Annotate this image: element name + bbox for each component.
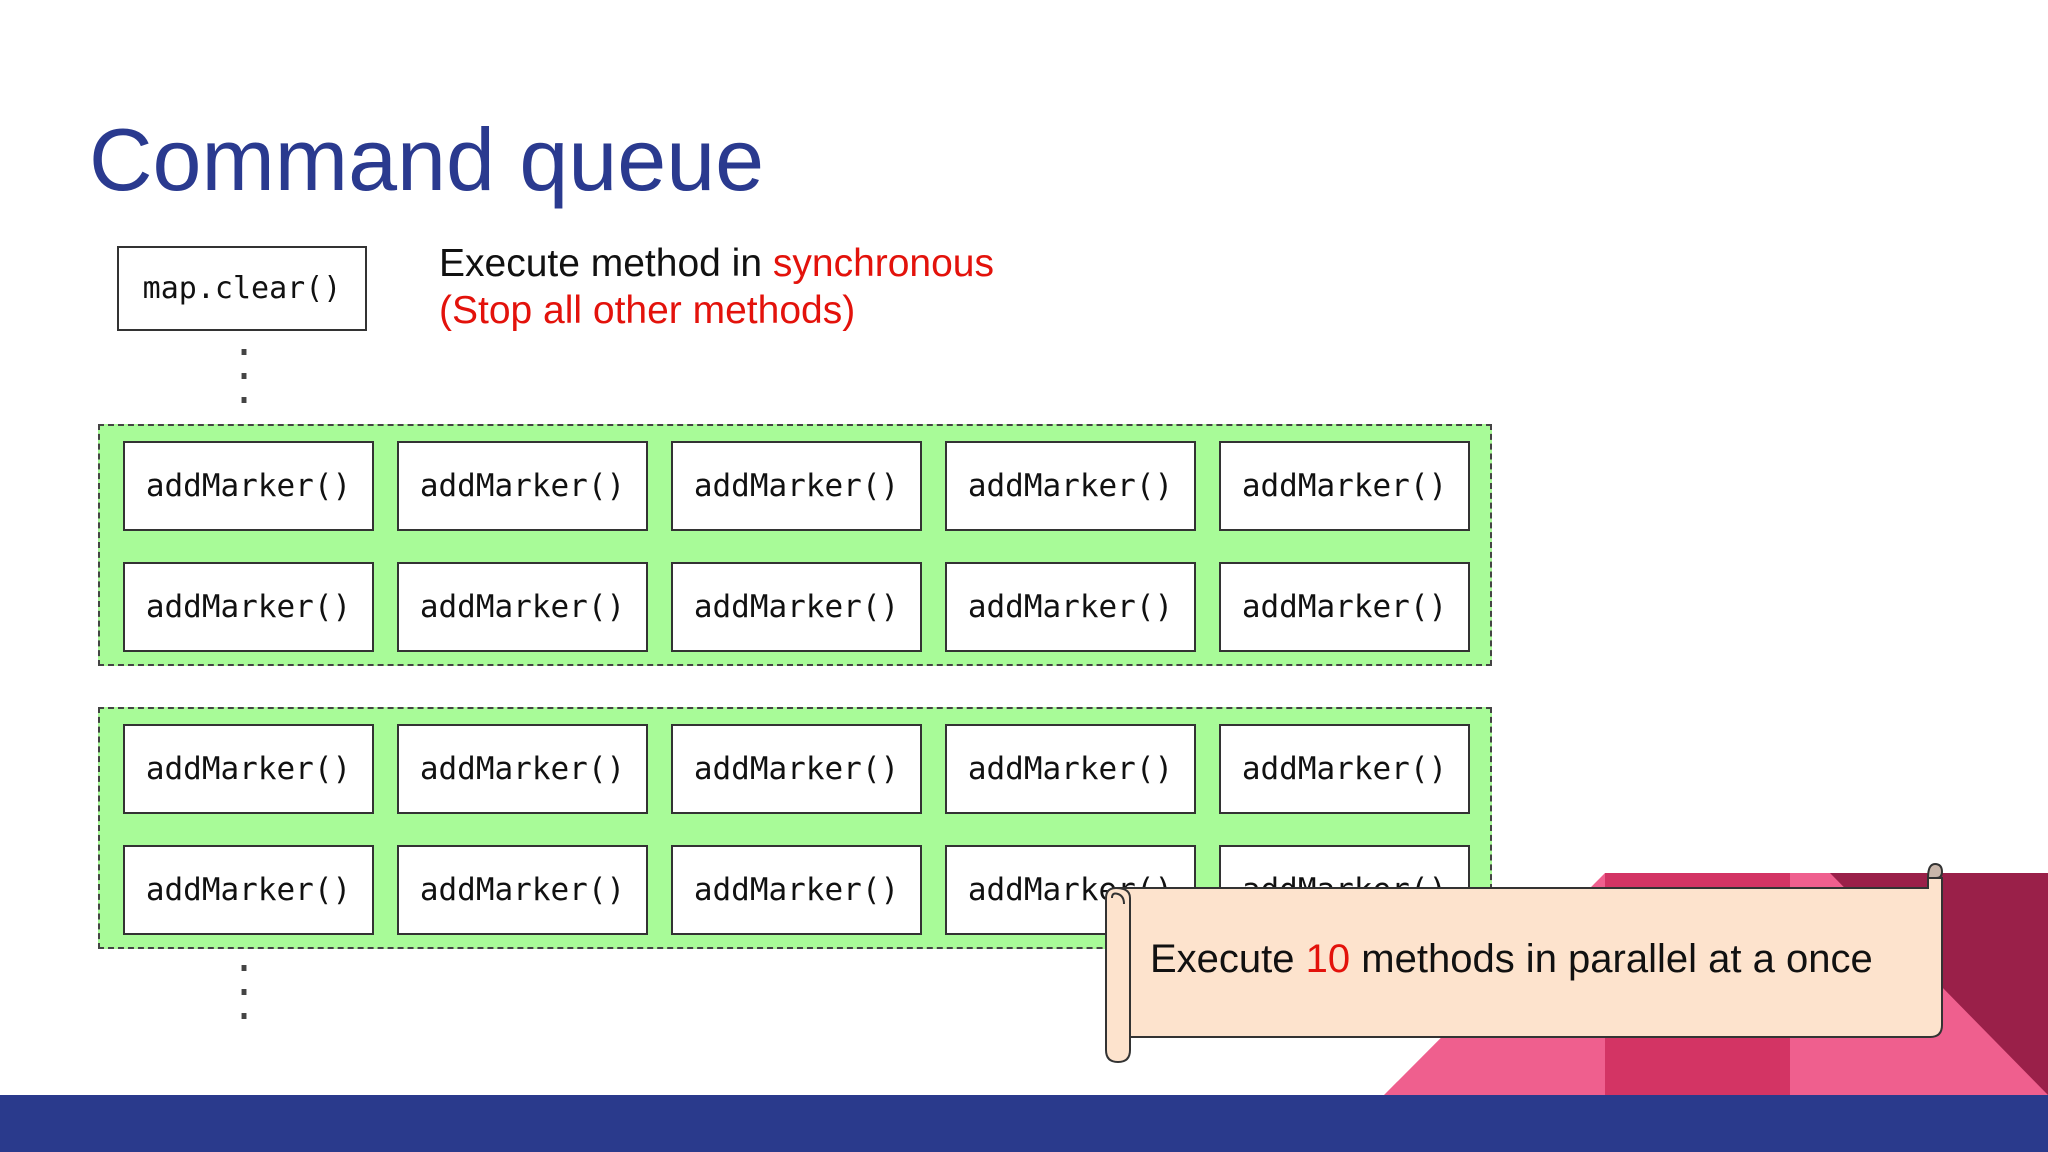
add-marker-box: addMarker() <box>1219 441 1470 531</box>
sync-note-prefix: Execute method in <box>439 242 773 285</box>
scroll-right-curl <box>1926 862 1944 879</box>
sync-note-highlight: synchronous <box>772 242 995 285</box>
add-marker-box: addMarker() <box>671 845 922 935</box>
add-marker-box: addMarker() <box>1219 724 1470 814</box>
sync-note-line1: Execute method in synchronous <box>439 240 994 287</box>
add-marker-box: addMarker() <box>671 724 922 814</box>
add-marker-box: addMarker() <box>123 724 374 814</box>
parallel-note-suffix: methods in parallel at a once <box>1350 937 1873 981</box>
add-marker-box: addMarker() <box>671 441 922 531</box>
parallel-group-1: addMarker() addMarker() addMarker() addM… <box>98 424 1492 666</box>
footer-bar <box>0 1095 2048 1152</box>
add-marker-box: addMarker() <box>397 441 648 531</box>
parallel-note: Execute 10 methods in parallel at a once <box>1150 937 1873 982</box>
add-marker-box: addMarker() <box>123 562 374 652</box>
add-marker-box: addMarker() <box>123 845 374 935</box>
page-title: Command queue <box>89 110 765 209</box>
add-marker-box: addMarker() <box>945 724 1196 814</box>
parallel-note-number: 10 <box>1305 937 1351 981</box>
parallel-note-prefix: Execute <box>1150 937 1306 981</box>
scroll-left-curl <box>1105 886 1131 1064</box>
add-marker-box: addMarker() <box>123 441 374 531</box>
add-marker-box: addMarker() <box>1219 562 1470 652</box>
add-marker-box: addMarker() <box>945 441 1196 531</box>
sync-note: Execute method in synchronous (Stop all … <box>439 240 994 334</box>
add-marker-box: addMarker() <box>945 562 1196 652</box>
scroll-left-curl-inner <box>1111 892 1125 905</box>
sync-note-line2: (Stop all other methods) <box>439 289 856 332</box>
map-clear-box: map.clear() <box>117 246 367 331</box>
add-marker-box: addMarker() <box>397 724 648 814</box>
add-marker-box: addMarker() <box>671 562 922 652</box>
add-marker-box: addMarker() <box>397 562 648 652</box>
add-marker-box: addMarker() <box>397 845 648 935</box>
